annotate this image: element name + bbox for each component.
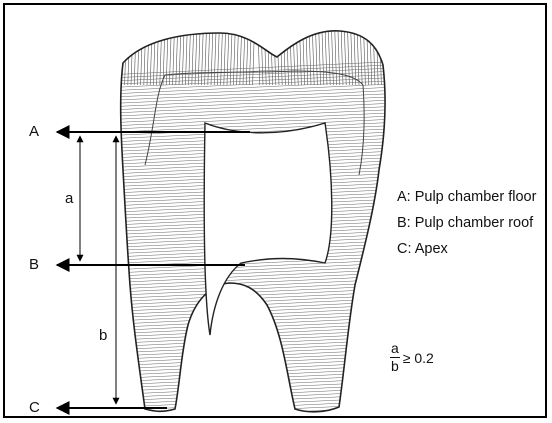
ratio-relation: ≥ 0.2: [403, 350, 434, 366]
pulp-chamber-outline: [204, 123, 332, 335]
point-label-B: B: [29, 257, 39, 272]
figure-frame: A B C a b A: Pulp chamber floor B: Pulp …: [3, 3, 547, 418]
legend: A: Pulp chamber floor B: Pulp chamber ro…: [397, 187, 536, 265]
dimension-label-b: b: [99, 328, 107, 343]
point-label-C: C: [29, 400, 40, 415]
ratio-fraction: a b: [390, 341, 400, 374]
legend-item-A: A: Pulp chamber floor: [397, 187, 536, 213]
point-label-A: A: [29, 124, 39, 139]
ratio-formula: a b ≥ 0.2: [390, 341, 434, 374]
ratio-numerator: a: [390, 341, 400, 358]
legend-item-B: B: Pulp chamber roof: [397, 213, 536, 239]
ratio-denominator: b: [391, 358, 399, 374]
dimension-label-a: a: [65, 191, 73, 206]
legend-item-C: C: Apex: [397, 239, 536, 265]
